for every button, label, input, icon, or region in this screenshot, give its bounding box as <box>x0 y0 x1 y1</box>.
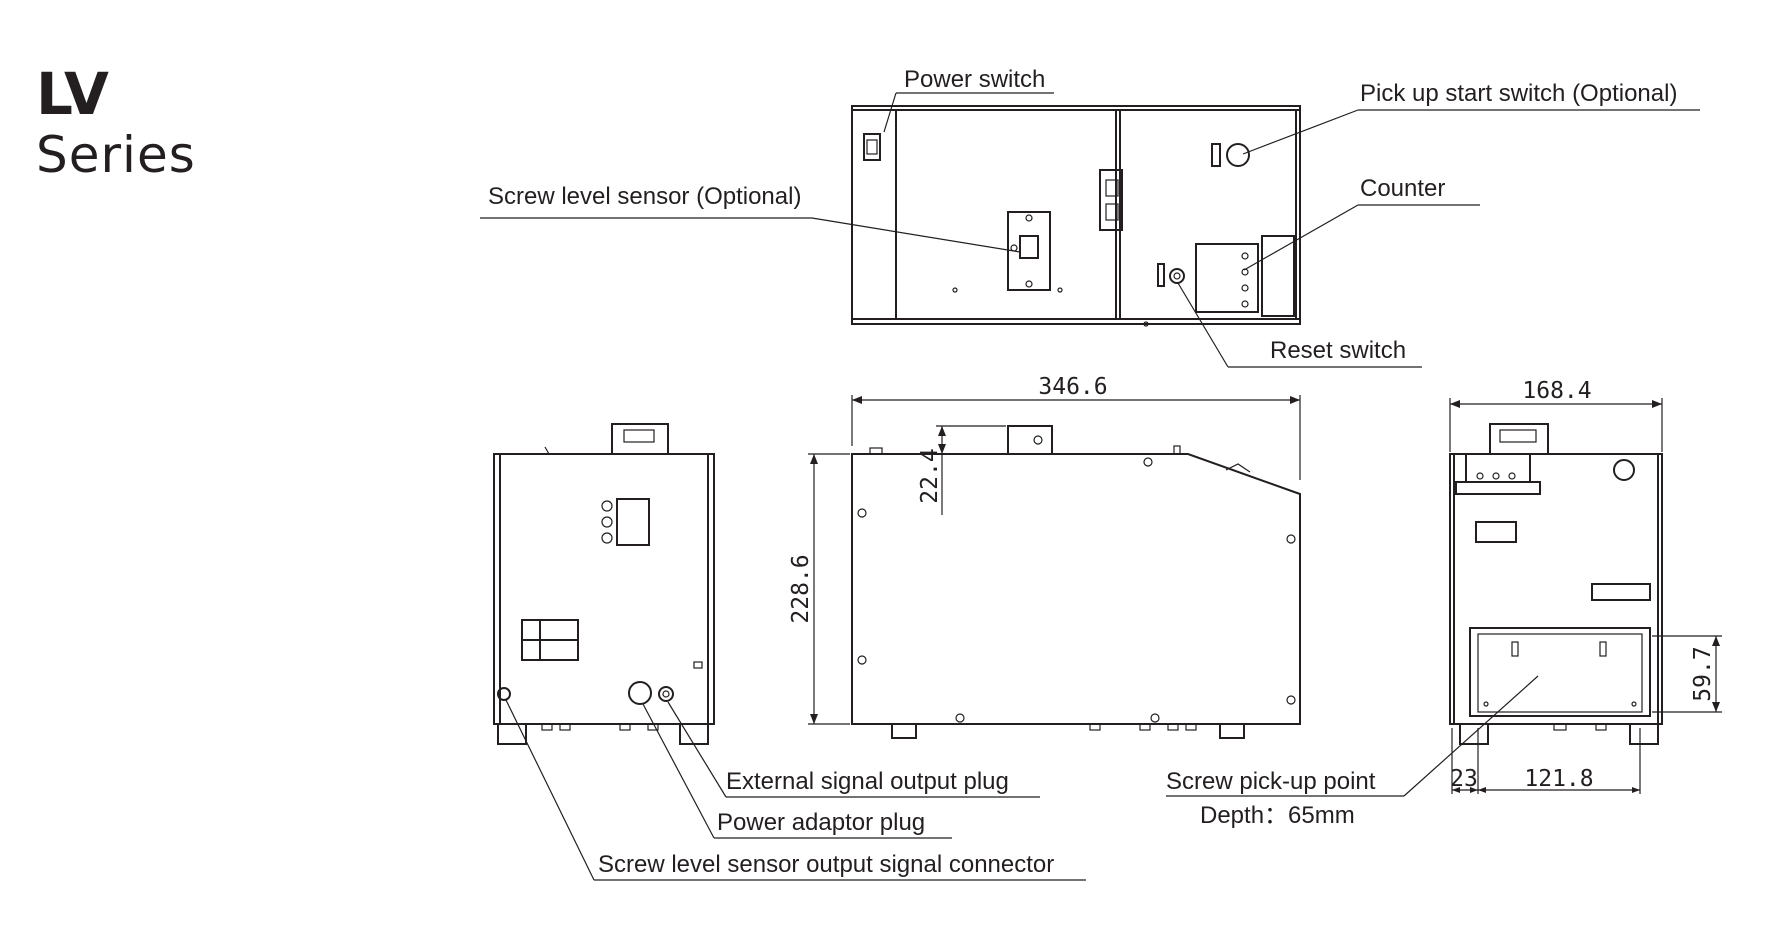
screw-level-sensor-output-label: Screw level sensor output signal connect… <box>598 851 1054 878</box>
rear-view <box>1449 423 1663 745</box>
pickup-tray <box>1469 627 1651 717</box>
dimension-top-protrusion: 22.4 <box>917 448 943 503</box>
rear-view-dimensions <box>1449 398 1722 794</box>
screw-level-sensor-body <box>1007 211 1051 291</box>
reset-switch-body <box>1169 268 1185 284</box>
pickup-callout <box>1166 675 1539 797</box>
screw-pickup-point-label: Screw pick-up point <box>1166 768 1376 795</box>
top-view-callouts <box>480 92 1700 368</box>
depth-label: Depth：65mm <box>1200 802 1355 829</box>
series-name: LV <box>36 60 109 128</box>
side-view-dimensions <box>808 395 1301 725</box>
power-switch-label: Power switch <box>904 66 1045 93</box>
power-adaptor-plug-label: Power adaptor plug <box>717 809 925 836</box>
side-view <box>851 425 1301 739</box>
external-signal-output-plug-label: External signal output plug <box>726 768 1009 795</box>
dimension-pickup-height: 59.7 <box>1690 646 1716 701</box>
counter-body <box>1195 243 1259 313</box>
counter-label: Counter <box>1360 175 1445 202</box>
series-title: LV Series <box>36 62 196 184</box>
dimension-pickup-offset: 23 <box>1450 766 1478 792</box>
series-subtitle: Series <box>36 126 196 184</box>
front-view-callouts <box>505 699 1086 881</box>
top-view <box>851 105 1301 327</box>
reset-switch-label: Reset switch <box>1270 337 1406 364</box>
dimension-pickup-width: 121.8 <box>1524 766 1593 792</box>
pickup-start-switch-label: Pick up start switch (Optional) <box>1360 80 1677 107</box>
dimension-width: 168.4 <box>1522 378 1591 404</box>
power-switch-body <box>863 133 881 161</box>
dimension-height: 228.6 <box>788 554 814 623</box>
front-view <box>493 423 715 745</box>
pickup-start-switch-body <box>1226 143 1250 167</box>
dimension-length: 346.6 <box>1038 374 1107 400</box>
screw-level-sensor-label: Screw level sensor (Optional) <box>488 183 801 210</box>
